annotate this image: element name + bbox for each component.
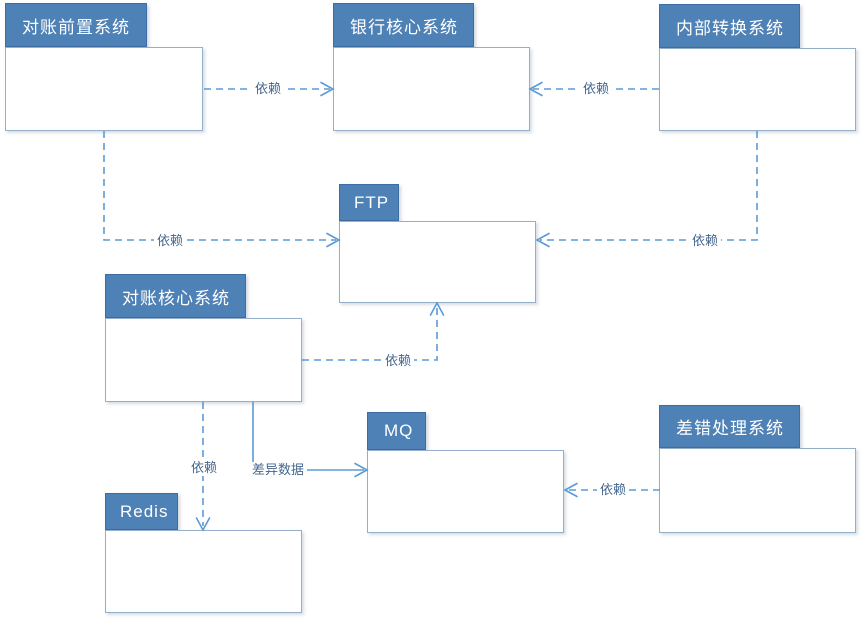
edge-label-internal-bank: 依赖	[579, 81, 613, 97]
package-front-tab: 对账前置系统	[5, 3, 147, 47]
edge-label-error-mq: 依赖	[596, 482, 630, 498]
package-redis-body	[105, 530, 302, 613]
package-error-tab: 差错处理系统	[659, 405, 800, 448]
edge-internal-ftp-arrowhead	[535, 232, 550, 248]
edge-label-front-bank: 依赖	[251, 81, 285, 97]
package-ftp-tab: FTP	[339, 184, 399, 221]
edge-label-core-redis: 依赖	[187, 460, 221, 476]
package-error-label: 差错处理系统	[676, 419, 784, 438]
edge-core-mq-arrowhead	[354, 462, 369, 478]
package-bank-tab: 银行核心系统	[333, 3, 474, 47]
package-mq-label: MQ	[384, 421, 414, 440]
edge-front-ftp-arrowhead	[326, 232, 341, 248]
package-front-body	[5, 47, 203, 131]
package-redis-label: Redis	[120, 501, 169, 521]
edge-internal-bank-arrowhead	[528, 81, 543, 97]
package-core-tab: 对账核心系统	[105, 274, 246, 318]
package-ftp-label: FTP	[354, 192, 390, 212]
package-mq-body	[367, 450, 564, 533]
package-core-body	[105, 318, 302, 402]
edge-core-ftp-arrowhead	[429, 301, 445, 316]
package-internal-body	[659, 48, 856, 131]
package-error-body	[659, 448, 856, 533]
edge-label-core-ftp: 依赖	[381, 353, 415, 369]
edge-core-mq-line	[252, 402, 364, 471]
package-internal-tab: 内部转换系统	[659, 4, 800, 48]
package-mq-tab: MQ	[367, 412, 426, 450]
package-internal-label: 内部转换系统	[676, 18, 784, 38]
package-core-label: 对账核心系统	[122, 288, 230, 308]
edge-label-core-mq: 差异数据	[248, 462, 308, 478]
package-bank-body	[333, 47, 530, 131]
edge-internal-ftp-line	[540, 131, 758, 241]
edge-core-redis-arrowhead	[195, 517, 211, 532]
edge-core-ftp-line	[302, 307, 438, 361]
package-redis-tab: Redis	[105, 493, 178, 530]
package-front-label: 对账前置系统	[22, 17, 130, 37]
edge-label-internal-ftp: 依赖	[688, 233, 722, 249]
edge-error-mq-arrowhead	[563, 482, 578, 498]
edge-front-ftp-line	[103, 131, 336, 241]
edge-front-bank-arrowhead	[320, 81, 335, 97]
package-bank-label: 银行核心系统	[350, 17, 458, 37]
edge-label-front-ftp: 依赖	[153, 233, 187, 249]
